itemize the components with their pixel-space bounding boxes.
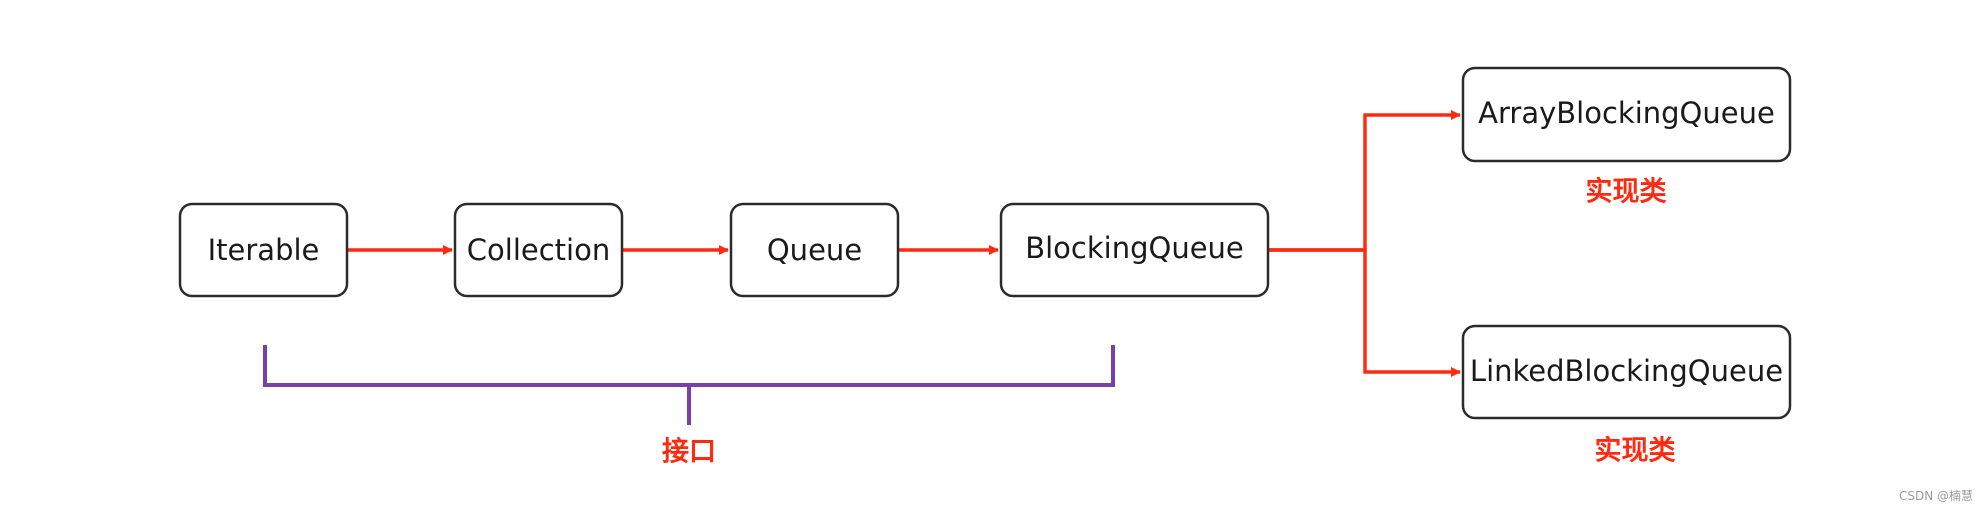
interface-label: 接口 [662, 437, 716, 468]
node-linkedblockingqueue: LinkedBlockingQueue [1461, 324, 1792, 420]
impl-label-array: 实现类 [1586, 176, 1667, 208]
node-iterable: Iterable [178, 202, 349, 298]
node-arrayblockingqueue-label: ArrayBlockingQueue [1478, 96, 1775, 130]
interface-bracket [263, 345, 1115, 387]
watermark: CSDN @楠慧 [1898, 489, 1973, 503]
edge-blockingqueue-to-array [1268, 110, 1461, 252]
node-iterable-label: Iterable [208, 233, 320, 267]
node-queue-label: Queue [767, 233, 862, 267]
node-collection: Collection [453, 202, 624, 298]
node-blockingqueue-label: BlockingQueue [1025, 231, 1244, 265]
edge-blockingqueue-to-linked [1268, 248, 1461, 377]
node-arrayblockingqueue: ArrayBlockingQueue [1461, 66, 1792, 163]
node-blockingqueue: BlockingQueue [999, 202, 1270, 298]
node-queue: Queue [729, 202, 900, 298]
impl-label-linked: 实现类 [1595, 435, 1676, 467]
node-linkedblockingqueue-label: LinkedBlockingQueue [1470, 354, 1783, 388]
node-collection-label: Collection [467, 233, 610, 267]
